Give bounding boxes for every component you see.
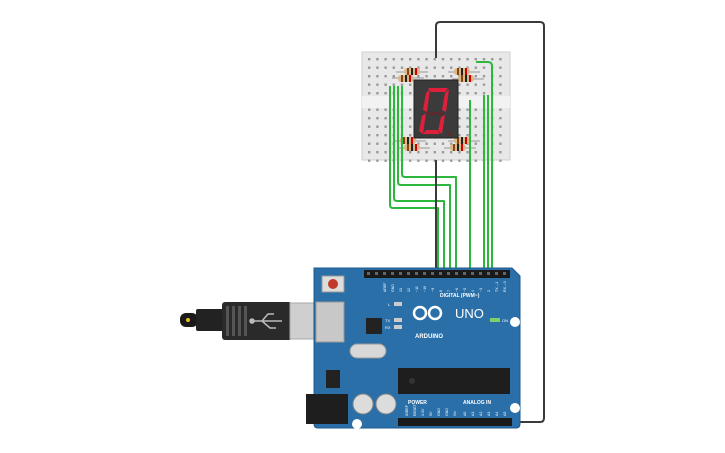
resistor-icon[interactable] [448, 137, 480, 144]
seven-segment-display-icon[interactable] [413, 79, 459, 139]
resistor-icon[interactable] [392, 75, 424, 82]
digital-pin-label-11: 4 [471, 290, 475, 292]
digital-pin-label-5: ~10 [423, 286, 427, 292]
resistor-icon[interactable] [398, 144, 430, 151]
voltage-regulator [326, 370, 340, 388]
digital-pin-labels: AREF GND 13 12 ~11 ~10 ~9 8 7 ~6 ~5 4 ~3 2 TX→1 RX←0 [383, 281, 507, 292]
arduino-logo-text: ARDUINO [415, 334, 443, 340]
analog-pin-label-3: A3 [487, 412, 491, 416]
atmega-chip [398, 368, 510, 394]
analog-label: ANALOG IN [463, 400, 491, 406]
resistor-icon[interactable] [396, 68, 428, 75]
reset-button-icon[interactable] [321, 275, 345, 293]
capacitor [352, 393, 374, 415]
power-label: POWER [408, 400, 427, 406]
power-pin-label-5: GND [445, 408, 449, 416]
resistor-icon[interactable] [448, 68, 480, 75]
digital-pin-label-14: TX→1 [495, 282, 499, 292]
power-pin-label-3: 5V [429, 411, 433, 416]
analog-pin-label-2: A2 [479, 412, 483, 416]
digital-header [364, 270, 510, 278]
power-pin-label-4: GND [437, 408, 441, 416]
crystal [349, 343, 387, 359]
digital-label: DIGITAL (PWM~) [440, 293, 480, 299]
digital-pin-label-1: GND [391, 284, 395, 292]
analog-pin-label-5: A5 [503, 412, 507, 416]
capacitor [375, 393, 397, 415]
wires-green[interactable] [389, 61, 493, 272]
resistor-icon[interactable] [394, 137, 426, 144]
segments [419, 88, 451, 136]
arduino-uno-board[interactable]: ARDUINO UNO DIGITAL (PWM~) POWER ANALOG … [306, 267, 521, 429]
small-chip [366, 318, 382, 334]
digital-pin-label-2: 13 [399, 288, 403, 292]
analog-pin-label-0: A0 [463, 412, 467, 416]
digital-pin-label-0: AREF [383, 282, 387, 292]
usb-connector-icon [249, 313, 282, 329]
digital-pin-label-4: ~11 [415, 286, 419, 292]
analog-pin-label-4: A4 [495, 412, 499, 416]
on-led [490, 318, 500, 322]
power-pin-label-0: IOREF [405, 404, 409, 416]
power-pin-labels: IOREF RESET 3.3V 5V GND GND Vin [405, 403, 457, 416]
digital-pin-holes [367, 272, 506, 275]
digital-pin-label-8: 7 [447, 290, 451, 292]
usb-cable[interactable] [180, 302, 331, 340]
model-label: UNO [455, 306, 484, 321]
digital-pin-label-12: ~3 [479, 288, 483, 292]
digital-pin-label-3: 12 [407, 288, 411, 292]
on-label: ON [502, 318, 508, 323]
usb-port [315, 301, 345, 343]
digital-pin-label-15: RX←0 [503, 281, 507, 292]
digital-pin-label-7: 8 [439, 290, 443, 292]
digital-pin-label-6: ~9 [431, 288, 435, 292]
digital-pin-label-10: ~5 [463, 288, 467, 292]
power-pin-label-2: 3.3V [421, 408, 425, 416]
power-jack [306, 394, 348, 424]
analog-pin-label-1: A1 [471, 412, 475, 416]
tx-label: TX [385, 318, 390, 323]
rx-label: RX [385, 325, 391, 330]
arduino-logo-icon [412, 305, 443, 321]
power-header [398, 418, 512, 426]
l-label: L [388, 302, 391, 307]
digital-pin-label-9: ~6 [455, 288, 459, 292]
wire-ground[interactable] [435, 21, 545, 423]
power-pin-label-6: Vin [453, 411, 457, 416]
resistor-icon[interactable] [452, 75, 484, 82]
digital-pin-label-13: 2 [487, 290, 491, 292]
power-pin-label-1: RESET [413, 403, 417, 416]
analog-pin-labels: A0 A1 A2 A3 A4 A5 [463, 412, 507, 416]
